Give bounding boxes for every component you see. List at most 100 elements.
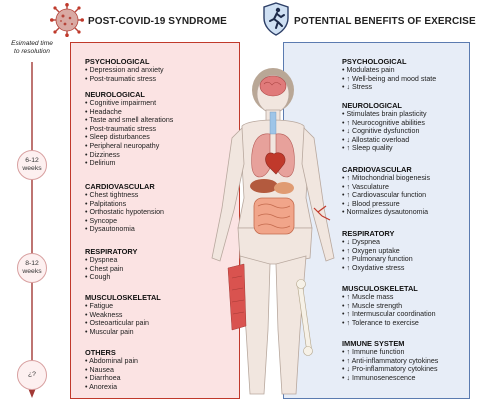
- heart: [265, 152, 286, 175]
- list-item: • ↓ Allostatic overload: [342, 135, 410, 144]
- list-item: • Modulates pain: [342, 66, 395, 74]
- list-item: • Cognitive impairment: [85, 99, 157, 107]
- exercise-benefits-panel: PSYCHOLOGICAL • Modulates pain • ↑ Well-…: [283, 42, 470, 399]
- list-item: • Dizziness: [85, 150, 120, 159]
- section-title: OTHERS: [85, 348, 116, 357]
- list-item: • Muscular pain: [85, 327, 134, 336]
- list-item: • Palpitations: [85, 199, 127, 208]
- list-item: • Diarrhoea: [85, 374, 121, 383]
- list-item: • Fatigue: [85, 302, 114, 310]
- timeline-marker-3: ¿?: [17, 360, 47, 390]
- list-item: • ↓ Immunosenescence: [342, 373, 416, 382]
- left-section-musculoskeletal: MUSCULOSKELETAL • Fatigue • Weakness • O…: [85, 293, 161, 336]
- list-item: • ↑ Vasculature: [342, 182, 389, 191]
- list-item: • Post-traumatic stress: [85, 74, 157, 83]
- timeline-label: Esimated time to resolution: [2, 40, 62, 56]
- right-section-psychological: PSYCHOLOGICAL • Modulates pain • ↑ Well-…: [342, 57, 436, 92]
- virus-icon: [50, 3, 84, 37]
- human-body-icon: [211, 68, 335, 395]
- list-item: • ↑ Immune function: [342, 348, 405, 356]
- section-title: MUSCULOSKELETAL: [342, 284, 418, 293]
- marker-2-line2: weeks: [22, 268, 42, 275]
- list-item: • ↑ Oxydative stress: [342, 263, 405, 272]
- list-item: • Nausea: [85, 365, 114, 374]
- shield-runner-icon: [262, 2, 290, 36]
- list-item: • Dyspnea: [85, 256, 118, 264]
- brain: [259, 75, 287, 97]
- marker-1-line1: 6-12: [25, 157, 39, 164]
- section-title: CARDIOVASCULAR: [85, 182, 155, 191]
- list-item: • Taste and smell alterations: [85, 116, 174, 125]
- stomach: [274, 182, 294, 194]
- list-item: • Cough: [85, 273, 111, 282]
- section-title: RESPIRATORY: [342, 229, 395, 238]
- section-title: IMMUNE SYSTEM: [342, 339, 405, 348]
- list-item: • Orthostatic hypotension: [85, 208, 164, 217]
- right-section-musculoskeletal: MUSCULOSKELETAL • ↑ Muscle mass • ↑ Musc…: [342, 284, 436, 327]
- list-item: • ↓ Cognitive dysfunction: [342, 127, 420, 136]
- list-item: • ↑ Oxygen uptake: [342, 246, 400, 255]
- list-item: • Chest tightness: [85, 191, 139, 199]
- marker-3-line1: ¿?: [28, 371, 36, 378]
- lungs: [251, 133, 271, 178]
- list-item: • ↑ Cardiovascular function: [342, 191, 427, 200]
- right-section-neurological: NEUROLOGICAL • Stimulates brain plastici…: [342, 101, 427, 153]
- section-title: PSYCHOLOGICAL: [342, 57, 407, 66]
- list-item: • ↑ Muscle mass: [342, 293, 394, 301]
- left-section-neurological: NEUROLOGICAL • Cognitive impairment • He…: [85, 90, 173, 168]
- list-item: • Stimulates brain plasticity: [342, 110, 427, 118]
- trachea: [269, 111, 277, 135]
- post-covid-panel: PSYCHOLOGICAL • Depression and anxiety •…: [70, 42, 240, 399]
- list-item: • Weakness: [85, 310, 123, 319]
- right-section-respiratory: RESPIRATORY • ↓ Dyspnea • ↑ Oxygen uptak…: [342, 229, 413, 272]
- list-item: • ↓ Stress: [342, 83, 373, 92]
- section-title: CARDIOVASCULAR: [342, 165, 412, 174]
- list-item: • Post-traumatic stress: [85, 124, 157, 133]
- left-section-others: OTHERS • Abdominal pain • Nausea • Diarr…: [85, 348, 138, 391]
- list-item: • Headache: [85, 107, 122, 116]
- list-item: • ↓ Dyspnea: [342, 238, 380, 246]
- right-section-immune-system: IMMUNE SYSTEM • ↑ Immune function • ↑ An…: [342, 339, 438, 382]
- left-section-respiratory: RESPIRATORY • Dyspnea • Chest pain • Cou…: [85, 247, 137, 282]
- list-item: • Delirium: [85, 159, 116, 168]
- list-item: • Sleep disturbances: [85, 133, 150, 142]
- liver: [250, 179, 278, 193]
- section-title: MUSCULOSKELETAL: [85, 293, 161, 302]
- timeline-label-line1: Esimated time: [11, 40, 53, 47]
- list-item: • Chest pain: [85, 264, 124, 273]
- section-title: RESPIRATORY: [85, 247, 138, 256]
- list-item: • Peripheral neuropathy: [85, 141, 160, 150]
- section-title: PSYCHOLOGICAL: [85, 57, 150, 66]
- list-item: • ↑ Muscle strength: [342, 301, 403, 310]
- thigh-muscle: [227, 263, 247, 331]
- list-item: • ↓ Pro-inflammatory cytokines: [342, 365, 438, 374]
- list-item: • ↑ Mitochondrial biogenesis: [342, 174, 431, 182]
- list-item: • ↑ Well-being and mood state: [342, 74, 437, 83]
- list-item: • Anorexia: [85, 382, 118, 391]
- blood-vessel: [313, 205, 331, 221]
- list-item: • Osteoarticular pain: [85, 319, 149, 328]
- section-title: NEUROLOGICAL: [342, 101, 402, 110]
- list-item: • ↑ Tolerance to exercise: [342, 318, 419, 327]
- marker-2-line1: 8-12: [25, 260, 39, 267]
- list-item: • Syncope: [85, 216, 118, 225]
- list-item: • Normalizes dysautonomia: [342, 208, 429, 217]
- list-item: • ↑ Intermuscular coordination: [342, 310, 436, 319]
- list-item: • Depression and anxiety: [85, 66, 164, 74]
- right-section-cardiovascular: CARDIOVASCULAR • ↑ Mitochondrial biogene…: [342, 165, 430, 217]
- left-section-cardiovascular: CARDIOVASCULAR • Chest tightness • Palpi…: [85, 182, 164, 234]
- timeline-label-line2: to resolution: [14, 48, 50, 55]
- list-item: • Dysautonomia: [85, 225, 135, 234]
- list-item: • ↑ Sleep quality: [342, 144, 393, 153]
- left-header-title: POST-COVID-19 SYNDROME: [88, 16, 227, 27]
- marker-1-line2: weeks: [22, 165, 42, 172]
- list-item: • ↑ Anti-inflammatory cytokines: [342, 356, 439, 365]
- section-title: NEUROLOGICAL: [85, 90, 145, 99]
- right-header-title: POTENTIAL BENEFITS OF EXERCISE: [294, 16, 476, 27]
- left-section-psychological: PSYCHOLOGICAL • Depression and anxiety •…: [85, 57, 164, 83]
- femur-bone: [296, 279, 313, 356]
- list-item: • ↑ Pulmonary function: [342, 255, 413, 264]
- list-item: • ↓ Blood pressure: [342, 199, 400, 208]
